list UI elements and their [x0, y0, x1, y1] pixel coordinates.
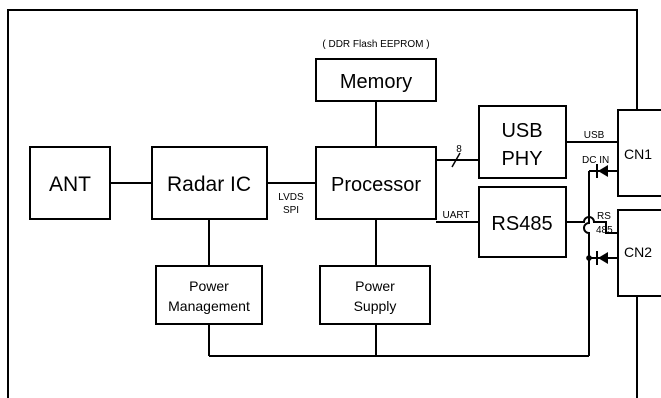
radar-ic-label: Radar IC: [167, 173, 251, 196]
spi-label: SPI: [283, 205, 299, 216]
cn1-block: [617, 109, 661, 197]
power-rail-right: [583, 171, 590, 356]
processor-label: Processor: [331, 174, 421, 196]
power-management-label-line2: Management: [168, 298, 250, 314]
usb-phy-label-line2: PHY: [501, 148, 542, 170]
uart-label: UART: [442, 210, 469, 221]
power-rail-junction: [586, 255, 592, 261]
ant-block: [29, 146, 111, 220]
dc-in-label: DC IN: [582, 155, 609, 166]
rs485-block: [478, 186, 567, 258]
rs485-cn2-link: [566, 216, 618, 234]
cn2-block: [617, 209, 661, 297]
bus-width-label: 8: [456, 144, 462, 155]
usb-signal-label: USB: [584, 130, 605, 141]
power-supply-label-line2: Supply: [354, 298, 397, 314]
enclosure-outline: [7, 9, 638, 398]
memory-label: Memory: [340, 71, 412, 93]
cn1-label: CN1: [624, 146, 652, 162]
memory-note: ( DDR Flash EEPROM ): [322, 39, 429, 50]
power-management-block: [155, 265, 263, 325]
dc-in-diode-triangle: [598, 165, 608, 177]
power-supply-label-line1: Power: [355, 278, 395, 294]
power-management-label-line1: Power: [189, 278, 229, 294]
ant-label: ANT: [49, 173, 91, 196]
lvds-label: LVDS: [278, 192, 304, 203]
rs-label-line2: 485: [596, 225, 613, 236]
memory-block: [315, 58, 437, 102]
processor-block: [315, 146, 437, 220]
bus-width-slash: [451, 152, 461, 168]
radar-ic-block: [151, 146, 268, 220]
rs-label-line1: RS: [597, 211, 611, 222]
power-supply-block: [319, 265, 431, 325]
usb-phy-label-line1: USB: [501, 120, 542, 142]
rs485-label: RS485: [491, 213, 552, 235]
cn2-label: CN2: [624, 244, 652, 260]
cn2-diode-triangle: [598, 252, 608, 264]
